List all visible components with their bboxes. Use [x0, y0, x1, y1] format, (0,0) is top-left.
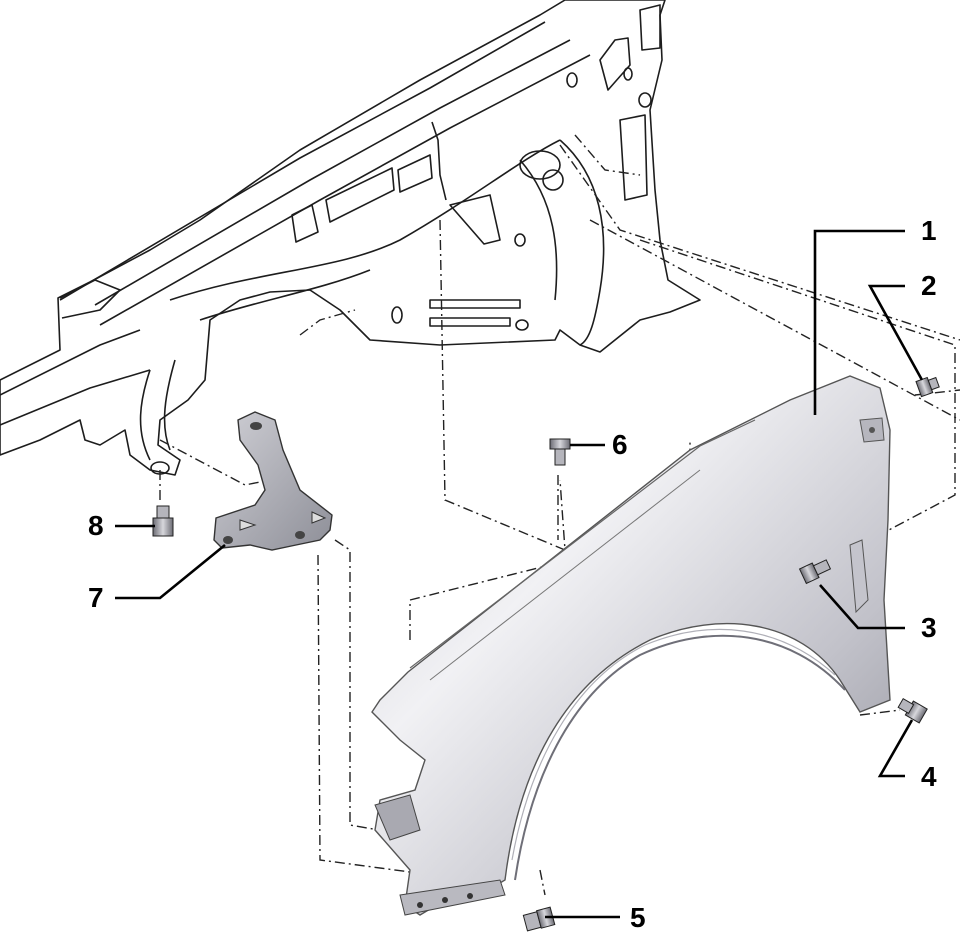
- front-mounting-bracket: [213, 411, 333, 551]
- callout-2: 2: [921, 270, 937, 301]
- fender-panel: [371, 375, 891, 916]
- bolt-6: [549, 438, 571, 466]
- bolt-5: [522, 906, 556, 932]
- callout-6: 6: [612, 429, 628, 460]
- callout-1: 1: [921, 215, 937, 246]
- callout-labels: 1 2 3 4 5 6 7 8: [88, 215, 937, 933]
- callout-3: 3: [921, 612, 937, 643]
- callout-7: 7: [88, 582, 104, 613]
- callout-5: 5: [630, 902, 646, 933]
- body-inner-panel: [0, 0, 701, 476]
- bolt-3: [798, 559, 832, 585]
- callout-8: 8: [88, 510, 104, 541]
- bolt-4: [897, 697, 928, 724]
- bolt-2: [915, 376, 940, 398]
- bolt-8: [152, 505, 174, 537]
- callout-4: 4: [921, 761, 937, 792]
- leader-lines: [115, 229, 924, 919]
